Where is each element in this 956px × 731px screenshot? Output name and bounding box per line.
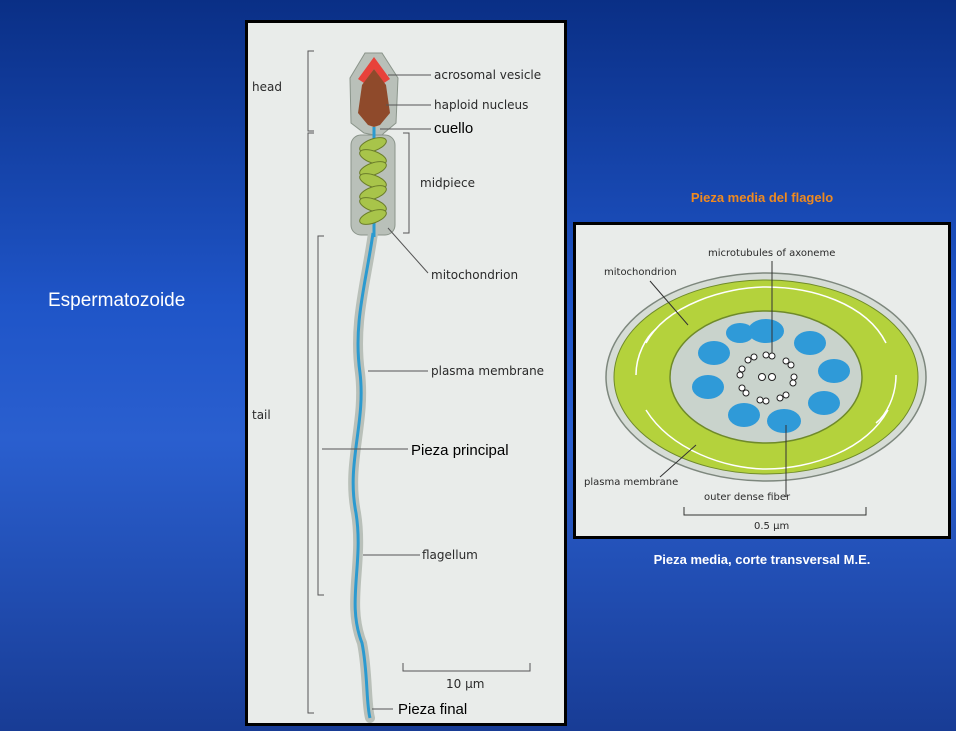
cross-section-diagram: microtubules of axoneme mitochondrion pl… xyxy=(576,225,948,536)
head-bracket xyxy=(308,51,314,131)
label-plasma-membrane-xs: plasma membrane xyxy=(584,477,678,488)
tail-bracket xyxy=(308,133,314,713)
label-tail: tail xyxy=(252,408,271,422)
label-microtubules: microtubules of axoneme xyxy=(708,248,835,259)
label-scale-05um: 0.5 µm xyxy=(754,521,789,532)
label-midpiece: midpiece xyxy=(420,176,475,190)
cross-section-panel: microtubules of axoneme mitochondrion pl… xyxy=(573,222,951,539)
label-mitochondrion: mitochondrion xyxy=(431,268,518,282)
sperm-diagram-panel: head tail acrosomal vesicle haploid nucl… xyxy=(245,20,567,726)
label-acrosomal-vesicle: acrosomal vesicle xyxy=(434,68,541,82)
label-mitochondrion-xs: mitochondrion xyxy=(604,267,677,278)
label-flagellum: flagellum xyxy=(422,548,478,562)
label-scale-10um: 10 µm xyxy=(446,677,484,691)
sperm-diagram: head tail acrosomal vesicle haploid nucl… xyxy=(248,23,564,723)
label-outer-dense-fiber: outer dense fiber xyxy=(704,492,791,503)
slide-title: Espermatozoide xyxy=(48,290,238,312)
label-haploid-nucleus: haploid nucleus xyxy=(434,98,528,112)
label-head: head xyxy=(252,80,282,94)
caption-corte-transversal: Pieza media, corte transversal M.E. xyxy=(573,552,951,567)
principal-bracket xyxy=(318,236,324,595)
midpiece-bracket xyxy=(403,133,409,233)
label-plasma-membrane: plasma membrane xyxy=(431,364,544,378)
label-cuello: cuello xyxy=(434,120,473,137)
label-pieza-principal: Pieza principal xyxy=(411,442,509,459)
caption-pieza-media: Pieza media del flagelo xyxy=(573,190,951,205)
label-pieza-final: Pieza final xyxy=(398,701,467,718)
